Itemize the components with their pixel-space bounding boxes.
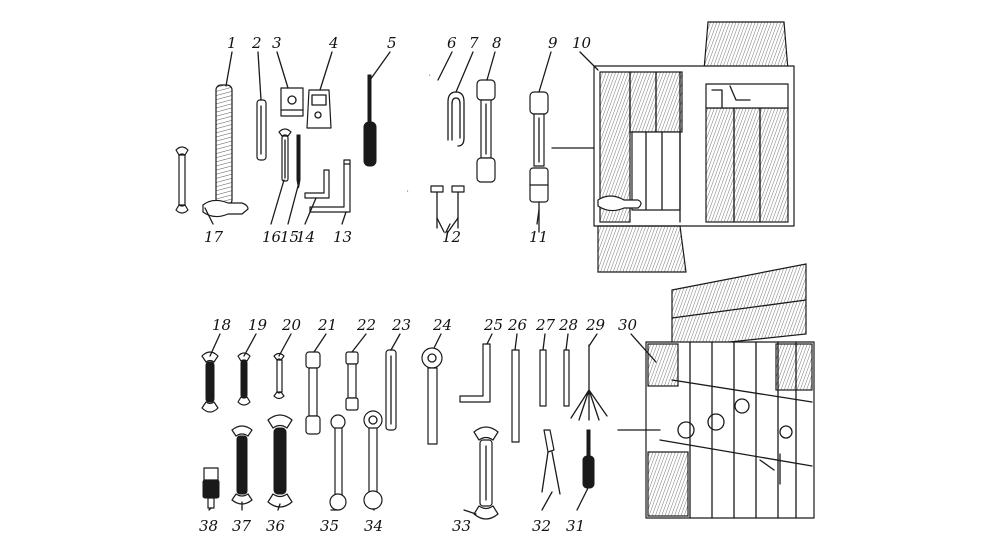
label-32: 32 xyxy=(532,517,551,535)
label-7: 7 xyxy=(469,34,479,52)
label-9: 9 xyxy=(548,34,558,52)
tool-13-hex-key-large xyxy=(309,159,351,213)
tool-33-large-wrench xyxy=(473,426,499,520)
tool-32-pliers xyxy=(541,429,561,495)
tool-10-toolbag-closed xyxy=(551,21,795,273)
tool-5-screwdriver xyxy=(363,74,377,167)
tool-19-open-wrench xyxy=(237,352,251,406)
label-17: 17 xyxy=(204,228,224,246)
tool-15-probe xyxy=(296,134,301,189)
tool-30-tool-pouch xyxy=(617,263,815,519)
label-1: 1 xyxy=(227,34,237,52)
tool-11-socket xyxy=(529,167,549,233)
label-2: 2 xyxy=(251,34,262,52)
label-16: 16 xyxy=(262,228,282,246)
tool-28-rod xyxy=(563,349,570,407)
tool-9-socket-wrench xyxy=(529,91,549,167)
tool-21-box-spanner xyxy=(305,351,321,435)
label-26: 26 xyxy=(507,316,528,334)
label-10: 10 xyxy=(572,34,592,52)
label-34: 34 xyxy=(364,517,383,535)
label-14: 14 xyxy=(296,228,315,246)
tool-26-rod xyxy=(511,349,520,443)
tool-12-pins xyxy=(430,185,465,233)
tool-17-open-wrench xyxy=(175,146,189,214)
label-21: 21 xyxy=(317,316,337,334)
label-11: 11 xyxy=(529,228,548,246)
tool-20-open-wrench xyxy=(273,352,285,400)
tool-31-screwdriver xyxy=(582,429,595,489)
tool-7-wire-clip xyxy=(447,91,465,147)
callout-labels: 1 2 3 4 5 6 7 8 9 10 17 16 15 14 13 12 1… xyxy=(199,34,638,535)
tool-2-drift xyxy=(256,99,267,161)
label-8: 8 xyxy=(492,34,502,52)
label-12: 12 xyxy=(442,228,461,246)
tool-16-small-wrench xyxy=(278,128,292,182)
tool-25-l-key xyxy=(459,343,491,403)
label-38: 38 xyxy=(199,517,218,535)
label-29: 29 xyxy=(585,316,606,334)
label-37: 37 xyxy=(232,517,252,535)
tool-3-bracket xyxy=(280,87,304,117)
label-22: 22 xyxy=(356,316,376,334)
tool-35-combo-wrench xyxy=(329,414,347,511)
label-18: 18 xyxy=(212,316,231,334)
tool-22-box-spanner xyxy=(345,351,359,411)
tool-38-socket xyxy=(202,467,220,509)
tool-6-crank-handle xyxy=(407,72,442,193)
label-25: 25 xyxy=(483,316,503,334)
label-13: 13 xyxy=(333,228,352,246)
tool-14-hex-key xyxy=(304,169,330,199)
tool-37-open-wrench xyxy=(231,425,253,505)
tool-8-box-spanner xyxy=(476,79,496,183)
label-24: 24 xyxy=(432,316,452,334)
label-20: 20 xyxy=(281,316,302,334)
tool-29-feeler-gauges xyxy=(570,344,608,421)
tool-24-ring-spanner xyxy=(421,347,443,445)
label-27: 27 xyxy=(535,316,556,334)
leader-lines xyxy=(204,51,657,515)
label-6: 6 xyxy=(447,34,457,52)
tool-27-rod xyxy=(539,349,547,407)
label-15: 15 xyxy=(280,228,299,246)
label-33: 33 xyxy=(452,517,471,535)
label-23: 23 xyxy=(391,316,411,334)
tool-23-bar xyxy=(385,349,397,431)
label-35: 35 xyxy=(320,517,339,535)
label-3: 3 xyxy=(272,34,282,52)
label-36: 36 xyxy=(266,517,286,535)
tool-18-open-wrench xyxy=(201,351,219,413)
tool-4-socket-head xyxy=(306,89,332,129)
tool-34-combo-wrench xyxy=(363,410,383,510)
label-19: 19 xyxy=(248,316,268,334)
label-4: 4 xyxy=(328,34,339,52)
label-28: 28 xyxy=(558,316,578,334)
tool-36-large-wrench xyxy=(267,414,293,508)
label-30: 30 xyxy=(618,316,638,334)
label-5: 5 xyxy=(387,34,397,52)
tool-1-hammer xyxy=(202,84,249,218)
label-31: 31 xyxy=(566,517,585,535)
